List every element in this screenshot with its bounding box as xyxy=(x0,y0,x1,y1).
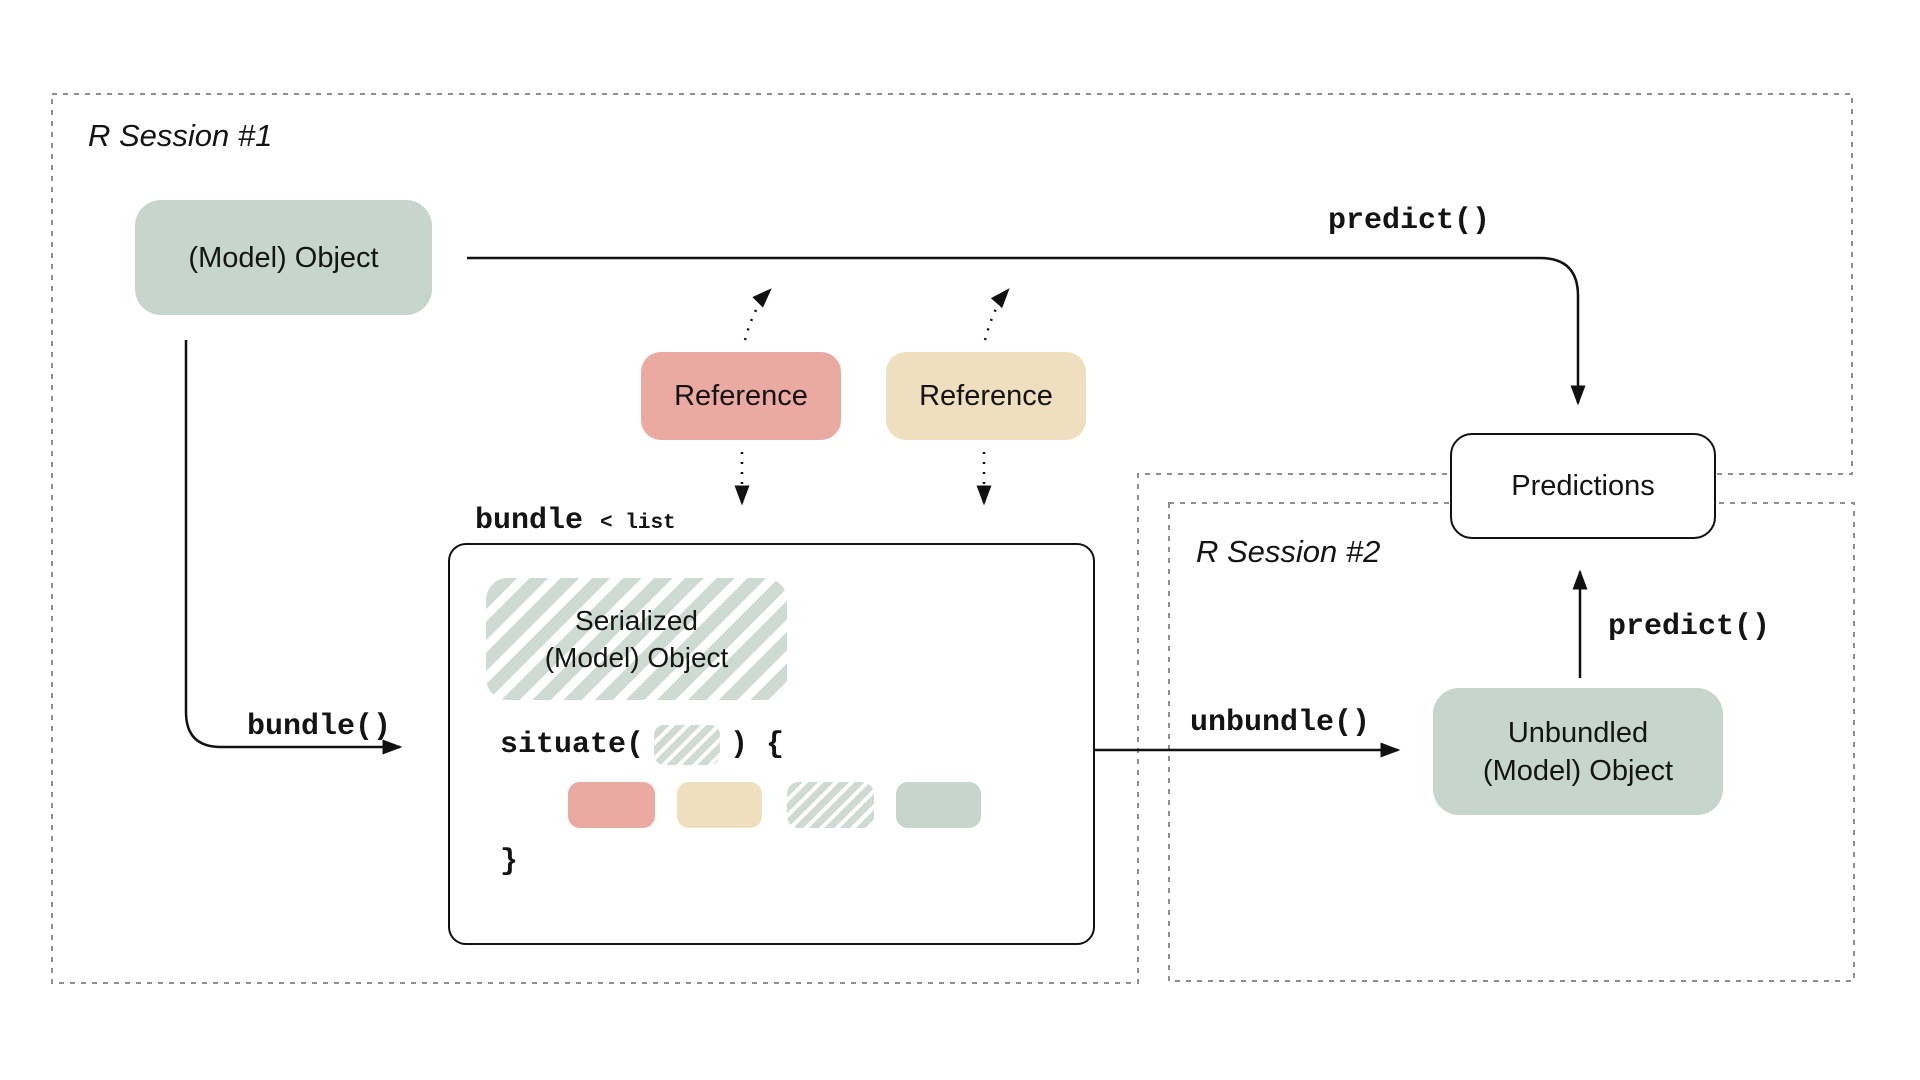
bundle-item-striped xyxy=(787,782,874,828)
situate-chip-striped xyxy=(654,725,721,765)
reference-tan-label: Reference xyxy=(919,380,1053,412)
bundle-item-tan xyxy=(677,782,762,828)
reference-pink-node: Reference xyxy=(641,352,841,440)
situate-suffix: ) { xyxy=(730,728,785,762)
bundle-fn-label: bundle() xyxy=(247,710,392,744)
bundle-arrow xyxy=(184,340,403,755)
predict-top-arrow xyxy=(467,256,1586,406)
bundle-item-pink xyxy=(568,782,655,828)
unbundled-model-node: Unbundled (Model) Object xyxy=(1433,688,1723,815)
predict-top-label: predict() xyxy=(1328,204,1491,238)
unbundled-model-line2: (Model) Object xyxy=(1482,754,1674,787)
bundle-title: bundle < list xyxy=(475,504,676,538)
unbundled-model-line1: Unbundled xyxy=(1507,716,1649,749)
reference-pink-label: Reference xyxy=(674,380,808,412)
reference-tan-up-arrow xyxy=(983,288,1010,341)
session1-label: R Session #1 xyxy=(88,118,273,153)
serialized-model-line1: Serialized xyxy=(575,605,698,636)
session2-label: R Session #2 xyxy=(1196,534,1381,569)
close-brace: } xyxy=(500,845,519,879)
serialized-model-node: Serialized (Model) Object xyxy=(486,578,787,700)
predict-right-label: predict() xyxy=(1608,610,1771,644)
bundle-item-sage xyxy=(896,782,981,828)
reference-tan-node: Reference xyxy=(886,352,1086,440)
unbundle-fn-label: unbundle() xyxy=(1190,706,1371,740)
bundle-title-type: < list xyxy=(600,512,676,535)
predictions-label: Predictions xyxy=(1511,470,1655,502)
model-object-label: (Model) Object xyxy=(188,241,379,274)
model-object-node: (Model) Object xyxy=(135,200,432,315)
bundle-title-name: bundle xyxy=(475,504,584,538)
predictions-node: Predictions xyxy=(1450,433,1716,539)
reference-pink-up-arrow xyxy=(743,288,772,341)
situate-line: situate( ) { xyxy=(500,723,784,767)
serialized-model-line2: (Model) Object xyxy=(544,642,729,673)
situate-prefix: situate( xyxy=(500,728,645,762)
session1-border xyxy=(51,93,1853,984)
bundle-box: Serialized (Model) Object situate( ) { } xyxy=(448,543,1095,945)
